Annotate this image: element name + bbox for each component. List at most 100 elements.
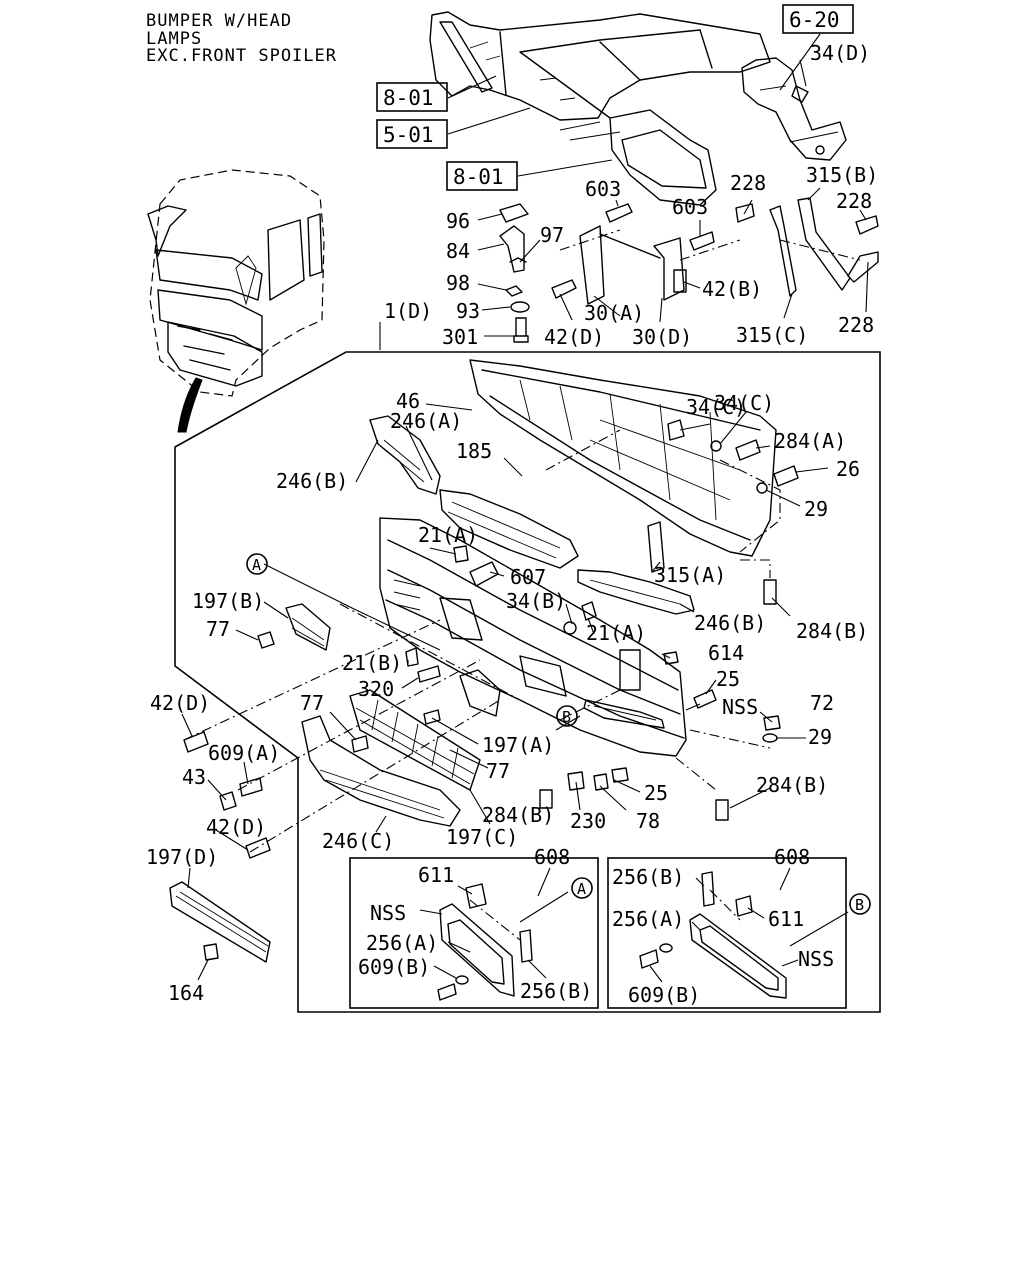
reference-box-label: 8-01 — [383, 86, 434, 110]
callout-611-b: 611 — [768, 907, 804, 931]
circle-marker-a-main[interactable]: A — [246, 553, 268, 575]
callout-608-a: 608 — [534, 845, 570, 869]
callout-42d-bottom: 42(D) — [206, 815, 266, 839]
detail-box-b — [607, 857, 847, 1009]
callout-34c-a: 34(C) — [686, 395, 746, 419]
callout-315b: 315(B) — [806, 163, 878, 187]
callout-284a: 284(A) — [774, 429, 846, 453]
callout-30d: 30(D) — [632, 325, 692, 349]
callout-603-b: 603 — [672, 195, 708, 219]
circle-marker-b-main[interactable]: B — [556, 705, 578, 727]
callout-25-b: 25 — [644, 781, 668, 805]
reference-box-8-01-mid[interactable]: 8-01 — [446, 161, 518, 191]
detail-box-a — [349, 857, 599, 1009]
circle-marker-label: B — [562, 708, 571, 726]
callout-197a: 197(A) — [482, 733, 554, 757]
cab-illustration — [147, 169, 325, 433]
callout-34c-b: 34(C) — [714, 391, 774, 415]
callout-256b-b: 256(B) — [612, 865, 684, 889]
mesh-grille — [169, 603, 501, 963]
callout-164: 164 — [168, 981, 204, 1005]
callout-608-b: 608 — [774, 845, 810, 869]
callout-42d-left: 42(D) — [150, 691, 210, 715]
callout-185: 185 — [456, 439, 492, 463]
assembly-frame — [174, 351, 881, 1013]
callout-230: 230 — [570, 809, 606, 833]
callout-228-b: 228 — [836, 189, 872, 213]
side-bracket-6-20 — [741, 57, 847, 161]
title-line-2: LAMPS — [146, 29, 202, 49]
callout-21a-b: 21(A) — [586, 621, 646, 645]
callout-34d: 34(D) — [810, 41, 870, 65]
callout-315a: 315(A) — [654, 563, 726, 587]
callout-246a: 246(A) — [390, 409, 462, 433]
reference-box-8-01-top[interactable]: 8-01 — [376, 82, 448, 112]
circle-marker-label: A — [577, 880, 586, 898]
callout-228-c: 228 — [838, 313, 874, 337]
circle-marker-a-detail[interactable]: A — [571, 877, 593, 899]
callout-256b-a: 256(B) — [520, 979, 592, 1003]
callout-30a: 30(A) — [584, 301, 644, 325]
title-line-3: EXC.FRONT SPOILER — [146, 46, 337, 66]
callout-301: 301 — [442, 325, 478, 349]
callout-609b-b: 609(B) — [628, 983, 700, 1007]
callout-603-a: 603 — [585, 177, 621, 201]
grille-strips — [301, 415, 695, 827]
frame-hardware — [183, 419, 799, 961]
callout-320: 320 — [358, 677, 394, 701]
title-line-1: BUMPER W/HEAD — [146, 11, 292, 31]
callout-197d: 197(D) — [146, 845, 218, 869]
callout-614: 614 — [708, 641, 744, 665]
callout-611-a: 611 — [418, 863, 454, 887]
callout-284b-a: 284(B) — [796, 619, 868, 643]
circle-marker-b-detail[interactable]: B — [849, 893, 871, 915]
reference-box-label: 6-20 — [789, 8, 840, 32]
callout-197b: 197(B) — [192, 589, 264, 613]
reference-box-label: 8-01 — [453, 165, 504, 189]
callout-246b-b: 246(B) — [694, 611, 766, 635]
leader-lines — [181, 33, 869, 983]
callout-77-b: 77 — [300, 691, 324, 715]
circle-marker-label: A — [252, 556, 261, 574]
callout-315c: 315(C) — [736, 323, 808, 347]
reference-box-label: 5-01 — [383, 123, 434, 147]
callout-26: 26 — [836, 457, 860, 481]
callout-46: 46 — [396, 389, 420, 413]
callout-97: 97 — [540, 223, 564, 247]
callout-246c: 246(C) — [322, 829, 394, 853]
callout-228-a: 228 — [730, 171, 766, 195]
callout-labels: 34(D) 603 228 315(B) 603 228 96 84 97 98… — [146, 41, 878, 1007]
callout-77-a: 77 — [206, 617, 230, 641]
callout-93: 93 — [456, 299, 480, 323]
callout-72: 72 — [810, 691, 834, 715]
callout-nss-b: NSS — [798, 947, 834, 971]
bumper-body — [379, 517, 687, 757]
callout-197c: 197(C) — [446, 825, 518, 849]
callout-29-a: 29 — [804, 497, 828, 521]
callout-284b-b: 284(B) — [482, 803, 554, 827]
chassis-frame — [429, 11, 771, 206]
reinforcement-46 — [469, 359, 777, 557]
alignment-lines — [183, 229, 861, 941]
callout-nss-main: NSS — [722, 695, 758, 719]
callout-84: 84 — [446, 239, 470, 263]
callout-96: 96 — [446, 209, 470, 233]
reference-box-5-01[interactable]: 5-01 — [376, 119, 448, 149]
callout-34b: 34(B) — [506, 589, 566, 613]
callout-98: 98 — [446, 271, 470, 295]
callout-43: 43 — [182, 765, 206, 789]
callout-21b: 21(B) — [342, 651, 402, 675]
callout-609b-a: 609(B) — [358, 955, 430, 979]
detail-b-parts — [639, 871, 787, 999]
callout-607: 607 — [510, 565, 546, 589]
detail-a-parts — [437, 883, 533, 1001]
callout-256a-b: 256(A) — [612, 907, 684, 931]
callout-77-c: 77 — [486, 759, 510, 783]
callout-42d-top: 42(D) — [544, 325, 604, 349]
reference-box-6-20[interactable]: 6-20 — [782, 4, 854, 34]
callout-25-a: 25 — [716, 667, 740, 691]
callout-256a-a: 256(A) — [366, 931, 438, 955]
callout-1d: 1(D) — [384, 299, 432, 323]
